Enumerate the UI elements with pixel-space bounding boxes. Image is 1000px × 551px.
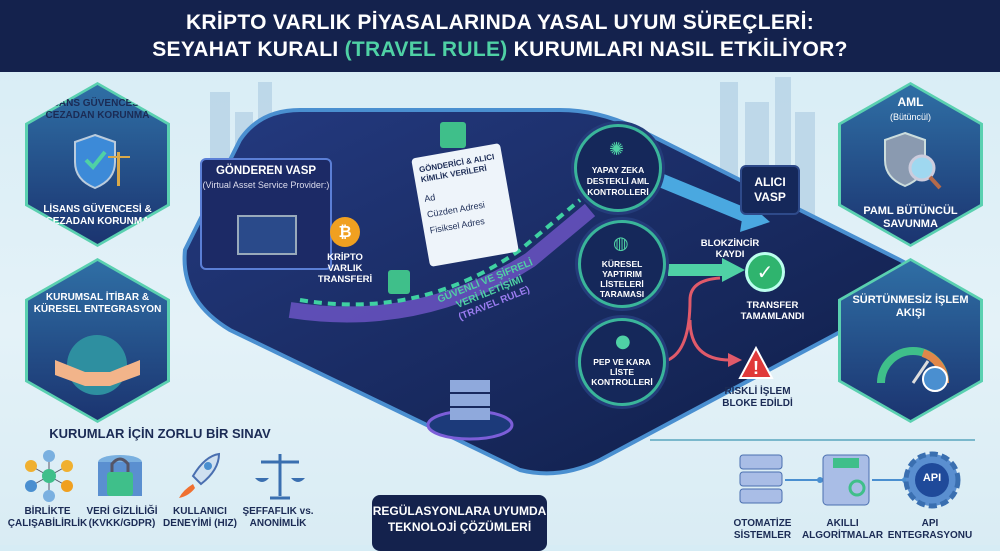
challenge-line: ŞEFFAFLIK vs. — [242, 506, 314, 517]
brain-icon: ✺ — [609, 139, 625, 160]
check-label: KÜRESEL YAPTIRIM LİSTELERİ TARAMASI — [599, 259, 645, 299]
solution-line: ALGORİTMALAR — [801, 530, 884, 541]
laptop-icon — [237, 215, 297, 255]
challenge-data-privacy: VERİ GİZLİLİĞİ(KVKK/GDPR) — [82, 506, 162, 530]
challenge-line: ANONİMLİK — [249, 518, 307, 529]
person-icon: ● — [615, 331, 631, 352]
handshake-globe-icon — [55, 335, 140, 395]
hex-title: KURUMSAL İTİBAR & KÜRESEL ENTEGRASYON — [33, 292, 162, 315]
svg-text:!: ! — [753, 358, 759, 378]
challenge-line: ÇALIŞABİLİRLİK — [7, 518, 88, 529]
shield-scales-icon — [74, 133, 130, 190]
challenge-line: (KVKK/GDPR) — [88, 518, 156, 529]
sender-subtitle: (Virtual Asset Service Provider:) — [202, 180, 330, 190]
title-part: KURUMLARI NASIL ETKİLİYOR? — [507, 38, 848, 61]
hex-aml: AML (Bütüncül) PAML BÜTÜNCÜL SAVUNMA — [838, 82, 983, 247]
crypto-transfer-label: KRİPTO VARLIK TRANSFERİ — [317, 252, 373, 285]
title-part: SEYAHAT KURALI — [152, 38, 345, 61]
challenge-line: BİRLİKTE — [24, 506, 71, 517]
challenges-title: KURUMLAR İÇİN ZORLU BİR SINAV — [49, 426, 271, 441]
hex-subtitle: (Bütüncül) — [889, 112, 932, 122]
sender-title: GÖNDEREN VASP — [215, 165, 317, 177]
challenge-line: DENEYİMİ (HIZ) — [163, 518, 237, 529]
sender-vasp-box: GÖNDEREN VASP (Virtual Asset Service Pro… — [200, 158, 332, 270]
data-privacy-lock-icon — [98, 455, 142, 496]
hex-title: AML — [897, 95, 924, 109]
globe-icon: ◍ — [613, 233, 629, 254]
challenge-line: KULLANICI — [173, 506, 227, 517]
shield-magnifier-icon — [884, 131, 942, 190]
check-ai-aml: YAPAY ZEKA DESTEKLİ AML KONTROLLERİ ✺ — [574, 124, 662, 212]
solution-line: AKILLI — [826, 518, 859, 529]
identity-data-document: GÖNDERİCİ & ALICI KİMLİK VERİLERİ Ad Cüz… — [411, 143, 519, 267]
hex-caption: PAML BÜTÜNCÜL SAVUNMA — [863, 205, 958, 230]
api-gear-icon — [903, 451, 961, 509]
server-icon — [739, 454, 783, 504]
transfer-complete-label: TRANSFER TAMAMLANDI — [740, 300, 805, 322]
lock-icon — [440, 122, 466, 148]
solution-line: API — [921, 518, 939, 529]
check-label: PEP VE KARA LİSTE KONTROLLERİ — [591, 357, 653, 387]
hex-reputation-integration: KURUMSAL İTİBAR & KÜRESEL ENTEGRASYON — [25, 258, 170, 423]
risky-blocked-label: RİSKLİ İŞLEM BLOKE EDİLDİ — [722, 386, 793, 409]
solution-line: ENTEGRASYONU — [887, 530, 973, 541]
challenge-transparency: ŞEFFAFLIK vs.ANONİMLİK — [238, 506, 318, 530]
server-stack-icon — [450, 380, 490, 420]
warning-icon: ! — [738, 346, 774, 379]
solution-line: OTOMATİZE — [733, 518, 792, 529]
blockchain-record-label: BLOKZİNCİR KAYDI — [700, 238, 760, 260]
check-sanctions: KÜRESEL YAPTIRIM LİSTELERİ TARAMASI ◍ — [578, 220, 666, 308]
algorithm-server-icon — [822, 454, 870, 506]
check-pep: PEP VE KARA LİSTE KONTROLLERİ ● — [578, 318, 666, 406]
solution-line: SİSTEMLER — [733, 530, 792, 541]
hex-caption: LİSANS GÜVENCESİ & CEZADAN KORUNMA — [43, 204, 152, 227]
check-label: YAPAY ZEKA DESTEKLİ AML KONTROLLERİ — [586, 165, 650, 197]
scales-icon — [255, 454, 305, 500]
api-badge: API — [922, 472, 942, 484]
divider — [650, 439, 975, 441]
solutions-title-line: REGÜLASYONLARA UYUMDA — [372, 504, 547, 518]
solutions-title-line: TEKNOLOJİ ÇÖZÜMLERİ — [387, 520, 532, 534]
lock-icon — [388, 270, 410, 294]
rocket-icon — [179, 452, 221, 498]
challenge-line: VERİ GİZLİLİĞİ — [86, 506, 158, 517]
page-title: KRİPTO VARLIK PİYASALARINDA YASAL UYUM S… — [0, 0, 1000, 72]
hex-title: LİSANS GÜVENCESİ & CEZADAN KORUNMA — [43, 98, 152, 121]
tech-solutions-icons — [739, 451, 961, 509]
receiver-vasp: ALICI VASP — [740, 165, 800, 215]
solutions-title: REGÜLASYONLARA UYUMDA TEKNOLOJİ ÇÖZÜMLERİ — [372, 495, 547, 551]
hex-license-protection: LİSANS GÜVENCESİ & CEZADAN KORUNMA LİSAN… — [25, 82, 170, 247]
hex-title: SÜRTÜNMESİZ İŞLEM AKIŞI — [852, 294, 969, 319]
title-line-2: SEYAHAT KURALI (TRAVEL RULE) KURUMLARI N… — [0, 36, 1000, 63]
bitcoin-icon: ₿ — [330, 217, 360, 247]
checkmark-icon: ✓ — [745, 252, 785, 292]
hex-frictionless-flow: SÜRTÜNMESİZ İŞLEM AKIŞI — [838, 258, 983, 423]
interoperability-network-icon — [25, 450, 73, 502]
title-accent: (TRAVEL RULE) — [344, 38, 508, 61]
speedometer-user-icon — [877, 347, 949, 392]
title-line-1: KRİPTO VARLIK PİYASALARINDA YASAL UYUM S… — [185, 11, 815, 34]
